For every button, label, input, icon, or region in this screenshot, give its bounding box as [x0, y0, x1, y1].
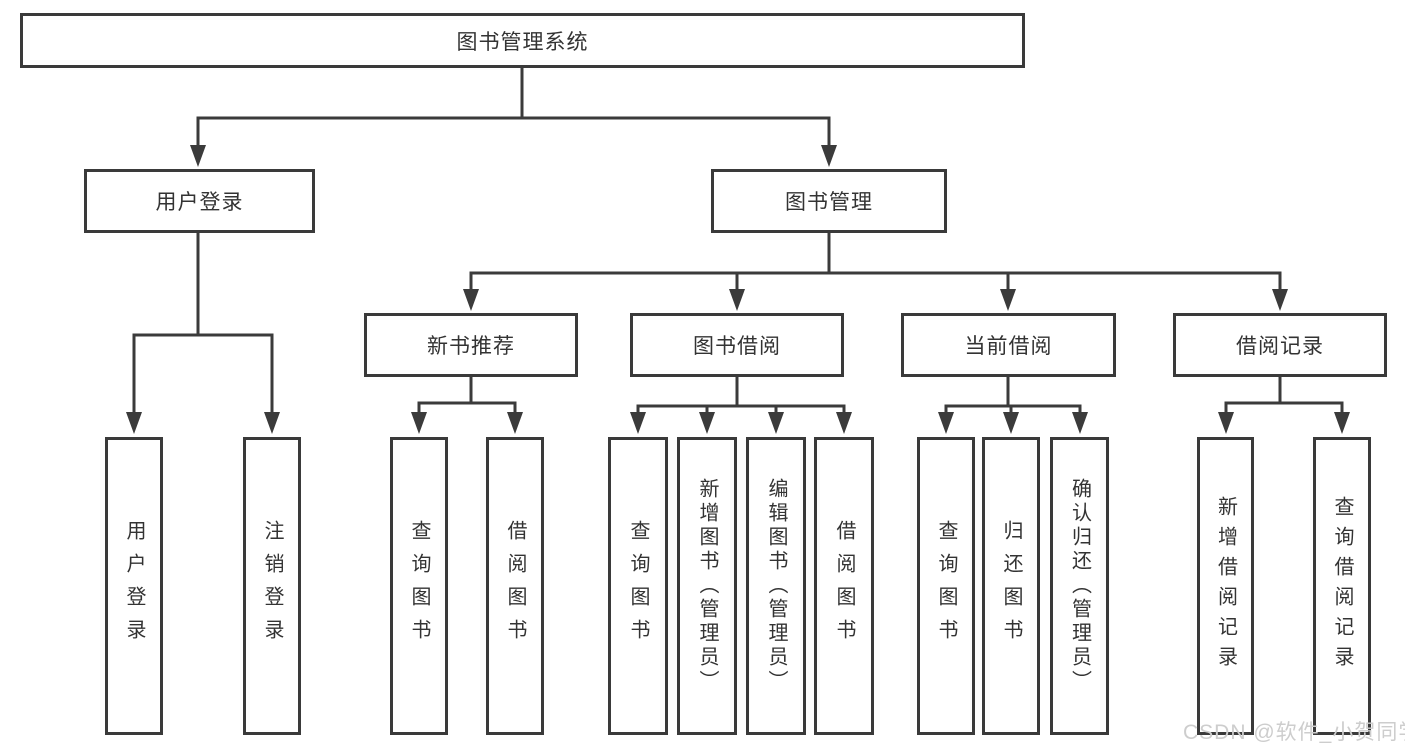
leaf-current-return-books: 归还图书	[982, 437, 1040, 735]
node-user-login-branch: 用户登录	[84, 169, 315, 233]
node-label: 用户登录	[123, 520, 145, 652]
node-label: 确认归还（管理员）	[1068, 478, 1091, 694]
leaf-logout: 注销登录	[243, 437, 301, 735]
watermark: CSDN @软件_小贺同学	[1183, 721, 1405, 744]
node-label: 借阅图书	[833, 520, 855, 652]
node-label: 查询借阅记录	[1331, 496, 1353, 676]
leaf-borrow-add-books-admin: 新增图书（管理员）	[677, 437, 737, 735]
leaf-borrow-query-books: 查询图书	[608, 437, 668, 735]
leaf-borrow-borrow-books: 借阅图书	[814, 437, 874, 735]
node-label: 查询图书	[627, 520, 649, 652]
node-book-management: 图书管理	[711, 169, 947, 233]
node-book-borrow: 图书借阅	[630, 313, 844, 377]
node-label: 当前借阅	[964, 335, 1053, 358]
node-label: 借阅图书	[504, 520, 526, 652]
leaf-records-query-record: 查询借阅记录	[1313, 437, 1371, 735]
node-label: 新增图书（管理员）	[696, 478, 718, 694]
node-label: 归还图书	[1000, 520, 1022, 652]
leaf-current-query-books: 查询图书	[917, 437, 975, 735]
leaf-borrow-edit-books-admin: 编辑图书（管理员）	[746, 437, 806, 735]
node-borrow-records: 借阅记录	[1173, 313, 1387, 377]
node-label: 查询图书	[408, 520, 430, 652]
node-label: 借阅记录	[1236, 335, 1324, 358]
node-current-borrow: 当前借阅	[901, 313, 1116, 377]
node-label: 用户登录	[155, 191, 244, 214]
leaf-recommend-borrow-books: 借阅图书	[486, 437, 544, 735]
leaf-user-login: 用户登录	[105, 437, 163, 735]
leaf-recommend-query-books: 查询图书	[390, 437, 448, 735]
node-root: 图书管理系统	[20, 13, 1025, 68]
node-label: 查询图书	[935, 520, 957, 652]
node-label: 图书管理	[785, 191, 873, 214]
node-new-book-recommend: 新书推荐	[364, 313, 578, 377]
node-label: 编辑图书（管理员）	[765, 478, 787, 694]
node-label: 注销登录	[261, 520, 283, 652]
node-label: 新增借阅记录	[1214, 496, 1237, 676]
node-label: 新书推荐	[427, 335, 515, 358]
leaf-current-confirm-return-admin: 确认归还（管理员）	[1050, 437, 1109, 735]
node-label: 图书借阅	[693, 335, 781, 358]
node-label: 图书管理系统	[456, 30, 589, 54]
leaf-records-add-record: 新增借阅记录	[1197, 437, 1254, 735]
